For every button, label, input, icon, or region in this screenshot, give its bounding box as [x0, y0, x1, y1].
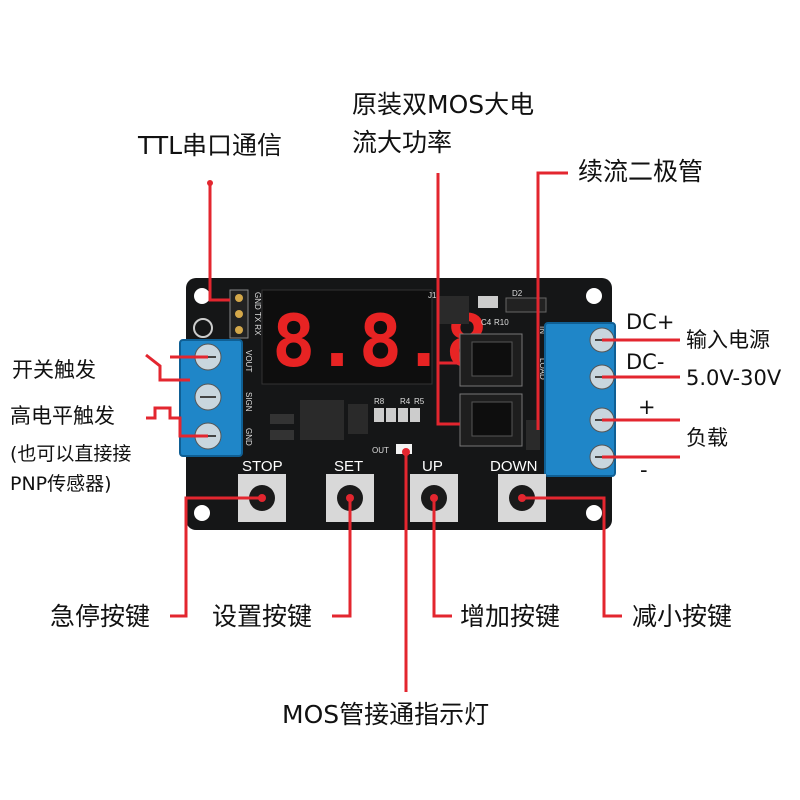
- screw: [194, 343, 222, 450]
- svg-text:SET: SET: [334, 458, 363, 475]
- mount-hole: [586, 505, 602, 521]
- svg-text:VOUT: VOUT: [244, 350, 253, 372]
- label-voltage-range: 5.0V-30V: [686, 366, 782, 390]
- mount-hole: [586, 288, 602, 304]
- mos-indicator-led: [396, 444, 412, 454]
- svg-text:DOWN: DOWN: [490, 458, 538, 475]
- svg-text:OUT: OUT: [372, 446, 389, 455]
- svg-text:STOP: STOP: [242, 458, 283, 475]
- svg-text:R4: R4: [400, 397, 411, 406]
- svg-text:SIGN: SIGN: [244, 392, 253, 412]
- svg-text:R10: R10: [494, 318, 509, 327]
- brand-logo: [193, 318, 213, 338]
- svg-text:J1: J1: [428, 291, 437, 300]
- label-high-note1: (也可以直接接: [10, 443, 132, 465]
- label-load-minus: -: [640, 458, 648, 482]
- label-high-note2: PNP传感器): [10, 473, 112, 495]
- svg-text:R8: R8: [374, 397, 385, 406]
- label-switch-trigger: 开关触发: [12, 358, 96, 382]
- svg-text:D2: D2: [512, 289, 523, 298]
- label-dc-plus: DC+: [626, 310, 675, 334]
- stop-tactile-button: STOP: [238, 458, 286, 522]
- mount-hole: [194, 505, 210, 521]
- label-high-trigger: 高电平触发: [10, 404, 115, 428]
- label-mos-line2: 流大功率: [352, 128, 453, 157]
- label-ttl-serial: TTL串口通信: [138, 131, 283, 160]
- regulator-chip: [300, 400, 344, 440]
- freewheel-diode: [526, 420, 540, 450]
- label-load-plus: +: [638, 395, 656, 419]
- label-input-power: 输入电源: [686, 328, 770, 352]
- label-dc-minus: DC-: [626, 350, 665, 374]
- svg-text:UP: UP: [422, 458, 443, 475]
- svg-text:GND: GND: [244, 428, 253, 446]
- label-load: 负载: [686, 426, 728, 450]
- led-display: [261, 289, 433, 385]
- label-mos-line1: 原装双MOS大电: [352, 90, 535, 119]
- label-up-key: 增加按键: [460, 602, 561, 631]
- svg-text:C4: C4: [481, 318, 492, 327]
- label-freewheel-diode: 续流二极管: [578, 157, 704, 186]
- label-mos-indicator: MOS管接通指示灯: [282, 700, 490, 729]
- header-pins-silk: GND TX RX: [253, 292, 262, 336]
- label-down-key: 减小按键: [632, 602, 733, 631]
- label-set-key: 设置按键: [212, 602, 313, 631]
- mount-hole: [194, 288, 210, 304]
- label-stop-key: 急停按键: [50, 602, 151, 631]
- svg-text:R5: R5: [414, 397, 425, 406]
